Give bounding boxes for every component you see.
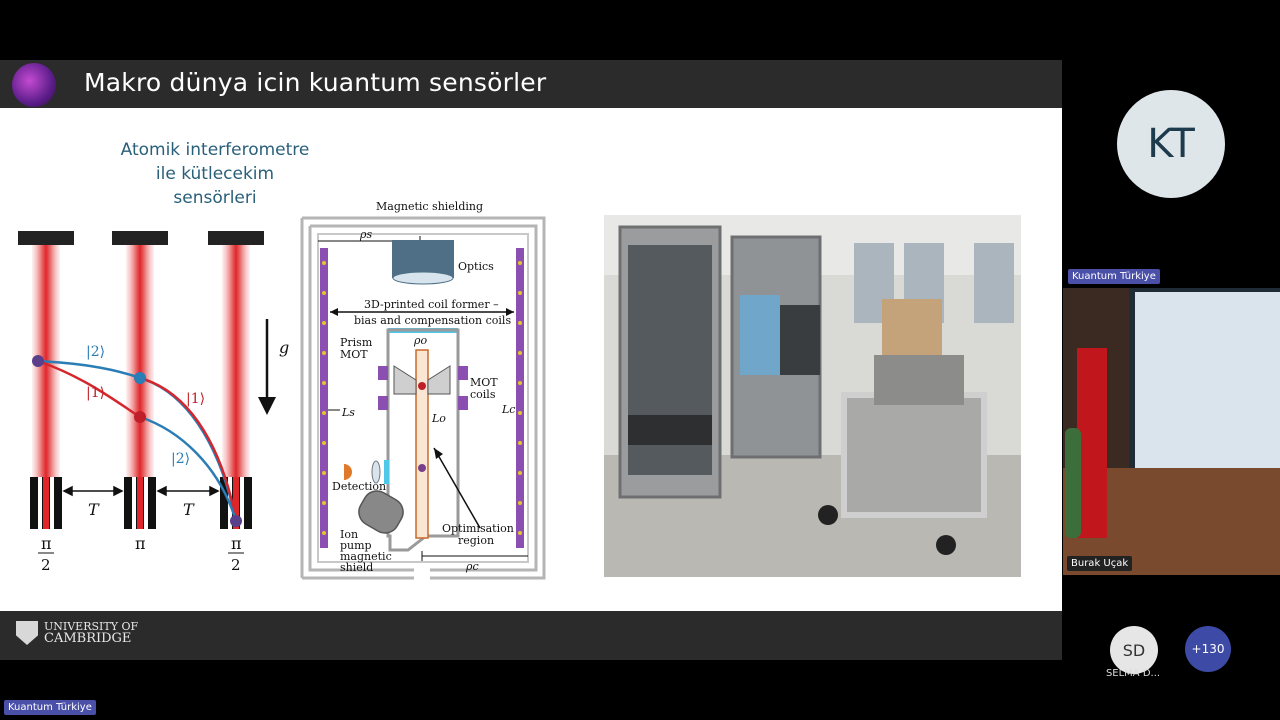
coil-strip-right (516, 248, 524, 548)
cambridge-crest-icon (16, 621, 38, 645)
atom-lower (134, 411, 146, 423)
label-state1-right: |1⟩ (186, 391, 205, 407)
ion-pump-line3: magnetic (340, 550, 392, 563)
path-state1-lower (37, 359, 141, 419)
atom-start (32, 355, 44, 367)
laser-beam-3 (222, 245, 250, 477)
ls-label: Ls (341, 406, 355, 419)
optimisation-line1: Optimisation (442, 522, 514, 535)
ion-pump-line2: pump (340, 539, 372, 552)
mirror-1 (18, 231, 74, 245)
detector (344, 464, 352, 480)
path-state1-upper (139, 376, 238, 522)
lab-photo (604, 215, 1021, 577)
gravity-label: g (279, 338, 289, 357)
inner-shield (308, 224, 538, 572)
interval-label-1: T (88, 500, 100, 519)
prism-mot-line1: Prism (340, 336, 373, 349)
pulse1-den: 2 (41, 556, 51, 574)
ion-pump-line1: Ion (340, 528, 358, 541)
laser-beam-2 (126, 245, 154, 477)
interferometer-diagram: T T π 2 π π 2 |2⟩ |1⟩ |1⟩ |2⟩ (18, 231, 264, 574)
participant-name-sd: SELMA D... (1105, 668, 1161, 679)
presentation-slide: Makro dünya icin kuantum sensörler Atomi… (0, 60, 1062, 660)
turkish-flag (1077, 348, 1107, 538)
interval-arrows (62, 485, 220, 497)
optimisation-line2: region (458, 534, 494, 547)
label-state2-bottom: |2⟩ (171, 451, 190, 467)
pulse1-num: π (41, 534, 52, 553)
cambridge-line2: CAMBRIDGE (44, 631, 132, 646)
sensor-schematic: Magnetic shielding ρs Optics 3D-printed … (300, 200, 546, 580)
slide-footer: UNIVERSITY OF CAMBRIDGE (0, 611, 1062, 660)
prism-right (427, 365, 451, 395)
atom-end (230, 515, 242, 527)
magnetic-shielding-label: Magnetic shielding (376, 200, 483, 213)
mirror-2 (112, 231, 168, 245)
pulse3-den: 2 (231, 556, 241, 574)
presenter-figure (1065, 428, 1081, 538)
slide-logo (12, 63, 56, 107)
laser-source-2 (124, 477, 156, 529)
label-state1-left: |1⟩ (86, 385, 105, 401)
rho-o-label: ρo (413, 334, 427, 347)
pulse2-label: π (135, 534, 146, 553)
coil-former-line1: 3D-printed coil former – (364, 298, 499, 311)
prism-mot-line2: MOT (340, 348, 368, 361)
coil-former-line2: bias and compensation coils (354, 314, 511, 327)
cambridge-line1: UNIVERSITY OF (44, 620, 139, 633)
prism-left (393, 365, 417, 395)
participant-video-tile[interactable]: Burak Uçak (1063, 288, 1280, 575)
participant-avatar-sd[interactable]: SD (1110, 626, 1158, 674)
cambridge-logo: UNIVERSITY OF CAMBRIDGE (16, 621, 138, 645)
rho-c-label: ρc (465, 560, 479, 573)
optimisation-tube (415, 349, 429, 539)
mot-coils-line2: coils (470, 388, 496, 401)
laser-source-1 (30, 477, 62, 529)
mot-coils-line1: MOT (470, 376, 498, 389)
lo-label: Lo (431, 412, 446, 425)
atom-upper (134, 372, 146, 384)
optics-label: Optics (458, 260, 494, 273)
slide-header: Makro dünya icin kuantum sensörler (0, 60, 1062, 108)
channel-tag: Kuantum Türkiye (1068, 269, 1160, 284)
bottom-channel-tag: Kuantum Türkiye (4, 700, 96, 715)
label-state2-top: |2⟩ (86, 344, 105, 360)
subtitle-line2: ile kütlecekim sensörleri (155, 164, 275, 208)
slide-title: Makro dünya icin kuantum sensörler (84, 68, 547, 97)
detection-label: Detection (332, 480, 386, 493)
mirror-3 (208, 231, 264, 245)
lc-label: Lc (501, 403, 515, 416)
pulse3-num: π (231, 534, 242, 553)
ion-pump (358, 490, 404, 534)
gravity-arrow: g (258, 319, 289, 415)
subtitle-line1: Atomik interferometre (120, 140, 310, 160)
coil-strip-left (320, 248, 328, 548)
outer-shield (302, 216, 546, 580)
slide-subtitle: Atomik interferometre ile kütlecekim sen… (120, 138, 310, 210)
path-state2-lower (139, 415, 238, 522)
interval-label-2: T (183, 500, 195, 519)
video-name-tag: Burak Uçak (1067, 556, 1133, 571)
speaker-avatar[interactable]: KT (1117, 90, 1225, 198)
more-participants-button[interactable]: +130 (1185, 626, 1231, 672)
ion-pump-line4: shield (340, 561, 373, 574)
projected-screen (1135, 292, 1280, 472)
rho-s-label: ρs (359, 228, 372, 241)
